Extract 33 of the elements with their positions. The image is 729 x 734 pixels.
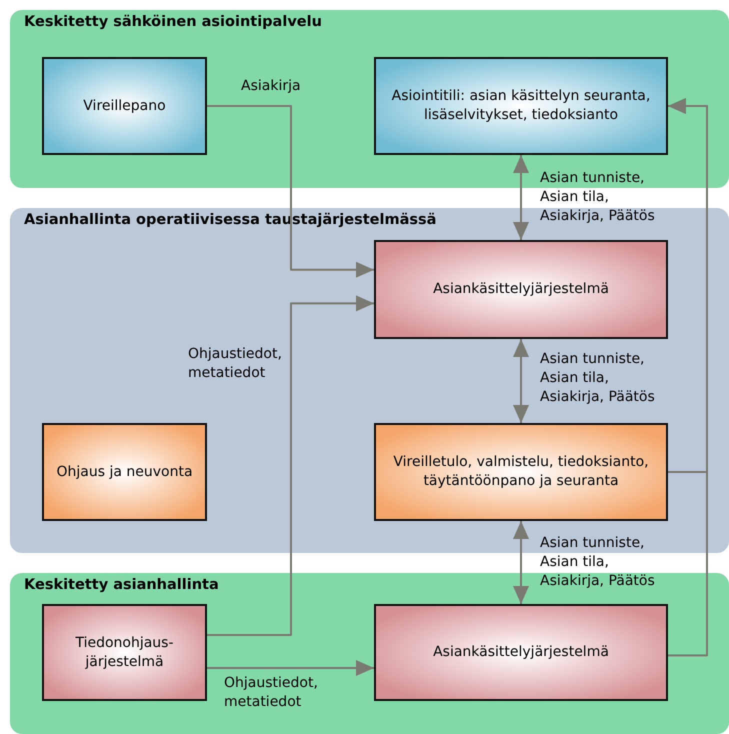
arrow	[513, 155, 529, 240]
arrow	[513, 521, 529, 604]
box-label: Asiankäsittelyjärjestelmä	[432, 280, 610, 299]
section-band	[10, 573, 729, 734]
arrow	[668, 98, 708, 656]
process-box	[374, 57, 668, 155]
section-title: Asianhallinta operatiivisessa taustajärjestelmässä	[24, 212, 436, 228]
box-label: Tiedonohjaus- järjestelmä	[74, 634, 175, 672]
box-label: Vireilletulo, valmistelu, tiedoksianto, täytäntöönpano ja seuranta	[392, 453, 650, 491]
process-box	[42, 604, 207, 701]
edge-label: Asian tunniste, Asian tila, Asiakirja, Päätös	[540, 534, 656, 591]
arrow	[513, 339, 529, 423]
box-label: Vireillepano	[82, 96, 167, 116]
process-box	[42, 423, 207, 521]
process-box	[374, 240, 668, 339]
edge-label: Asiakirja	[241, 77, 302, 96]
process-box	[42, 57, 207, 155]
process-box	[374, 423, 668, 521]
section-title: Keskitetty asianhallinta	[24, 577, 219, 593]
edge-label: Ohjaustiedot, metatiedot	[188, 345, 283, 383]
edge-label: Ohjaustiedot, metatiedot	[224, 674, 319, 712]
box-label: Asiankäsittelyjärjestelmä	[432, 643, 610, 662]
section-band	[10, 10, 729, 188]
edge-label: Asian tunniste, Asian tila, Asiakirja, Päätös	[540, 169, 656, 226]
arrow	[207, 660, 374, 676]
arrow	[207, 105, 374, 278]
section-title: Keskitetty sähköinen asiointipalvelu	[24, 14, 322, 30]
box-label: Ohjaus ja neuvonta	[55, 462, 194, 482]
edge-label: Asian tunniste, Asian tila, Asiakirja, Päätös	[540, 350, 656, 407]
process-box	[374, 604, 668, 701]
arrow	[207, 295, 374, 636]
box-label: Asiointitili: asian käsittelyn seuranta, lisäselvitykset, tiedoksianto	[390, 87, 652, 125]
section-band	[10, 208, 729, 553]
